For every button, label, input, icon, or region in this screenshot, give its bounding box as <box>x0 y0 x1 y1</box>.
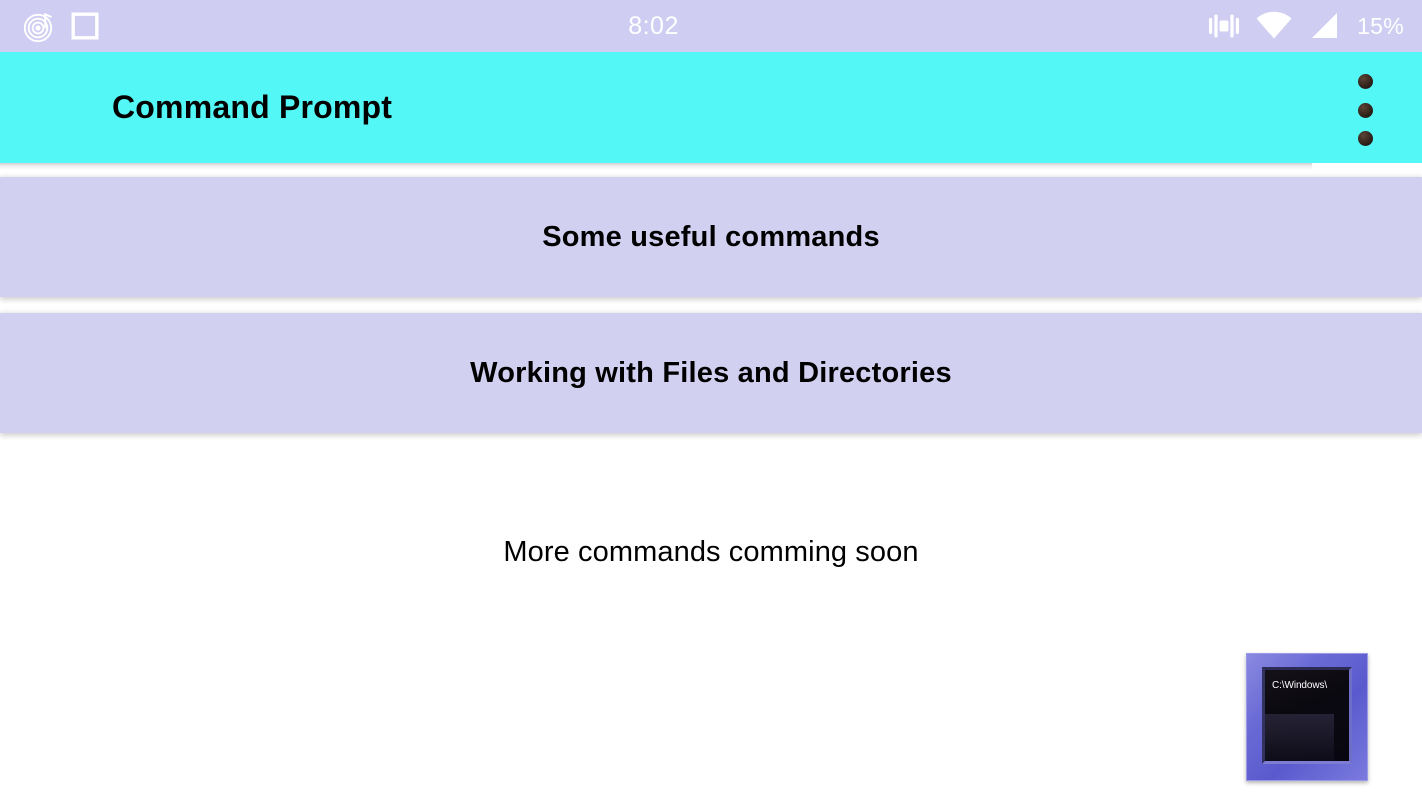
app-bar: Command Prompt <box>0 52 1422 170</box>
page-title: Command Prompt <box>112 89 393 125</box>
square-notification-icon <box>70 11 100 41</box>
status-bar: 8:02 <box>0 0 1422 52</box>
status-bar-system-icons: 15% <box>1207 11 1422 41</box>
overflow-dot-icon <box>1357 102 1373 118</box>
vibrate-icon <box>1207 11 1241 41</box>
status-bar-notification-icons <box>0 9 100 43</box>
menu-card-label: Some useful commands <box>542 220 880 253</box>
overflow-dot-icon <box>1357 131 1373 146</box>
status-bar-clock: 8:02 <box>628 11 679 40</box>
overflow-dot-icon <box>1357 74 1373 89</box>
cellular-signal-icon <box>1307 11 1341 41</box>
music-notification-icon <box>22 9 56 43</box>
wifi-icon <box>1255 11 1293 41</box>
menu-card-files-and-directories[interactable]: Working with Files and Directories <box>0 313 1422 433</box>
coming-soon-text: More commands comming soon <box>503 536 919 568</box>
menu-card-useful-commands[interactable]: Some useful commands <box>0 177 1422 297</box>
command-prompt-screen: C:\Windows\ <box>1262 667 1352 764</box>
overflow-menu-button[interactable] <box>1348 72 1382 148</box>
command-prompt-app-icon: C:\Windows\ <box>1246 653 1368 781</box>
command-prompt-path-text: C:\Windows\ <box>1272 680 1328 691</box>
battery-percentage: 15% <box>1357 12 1404 39</box>
menu-card-label: Working with Files and Directories <box>470 356 952 389</box>
